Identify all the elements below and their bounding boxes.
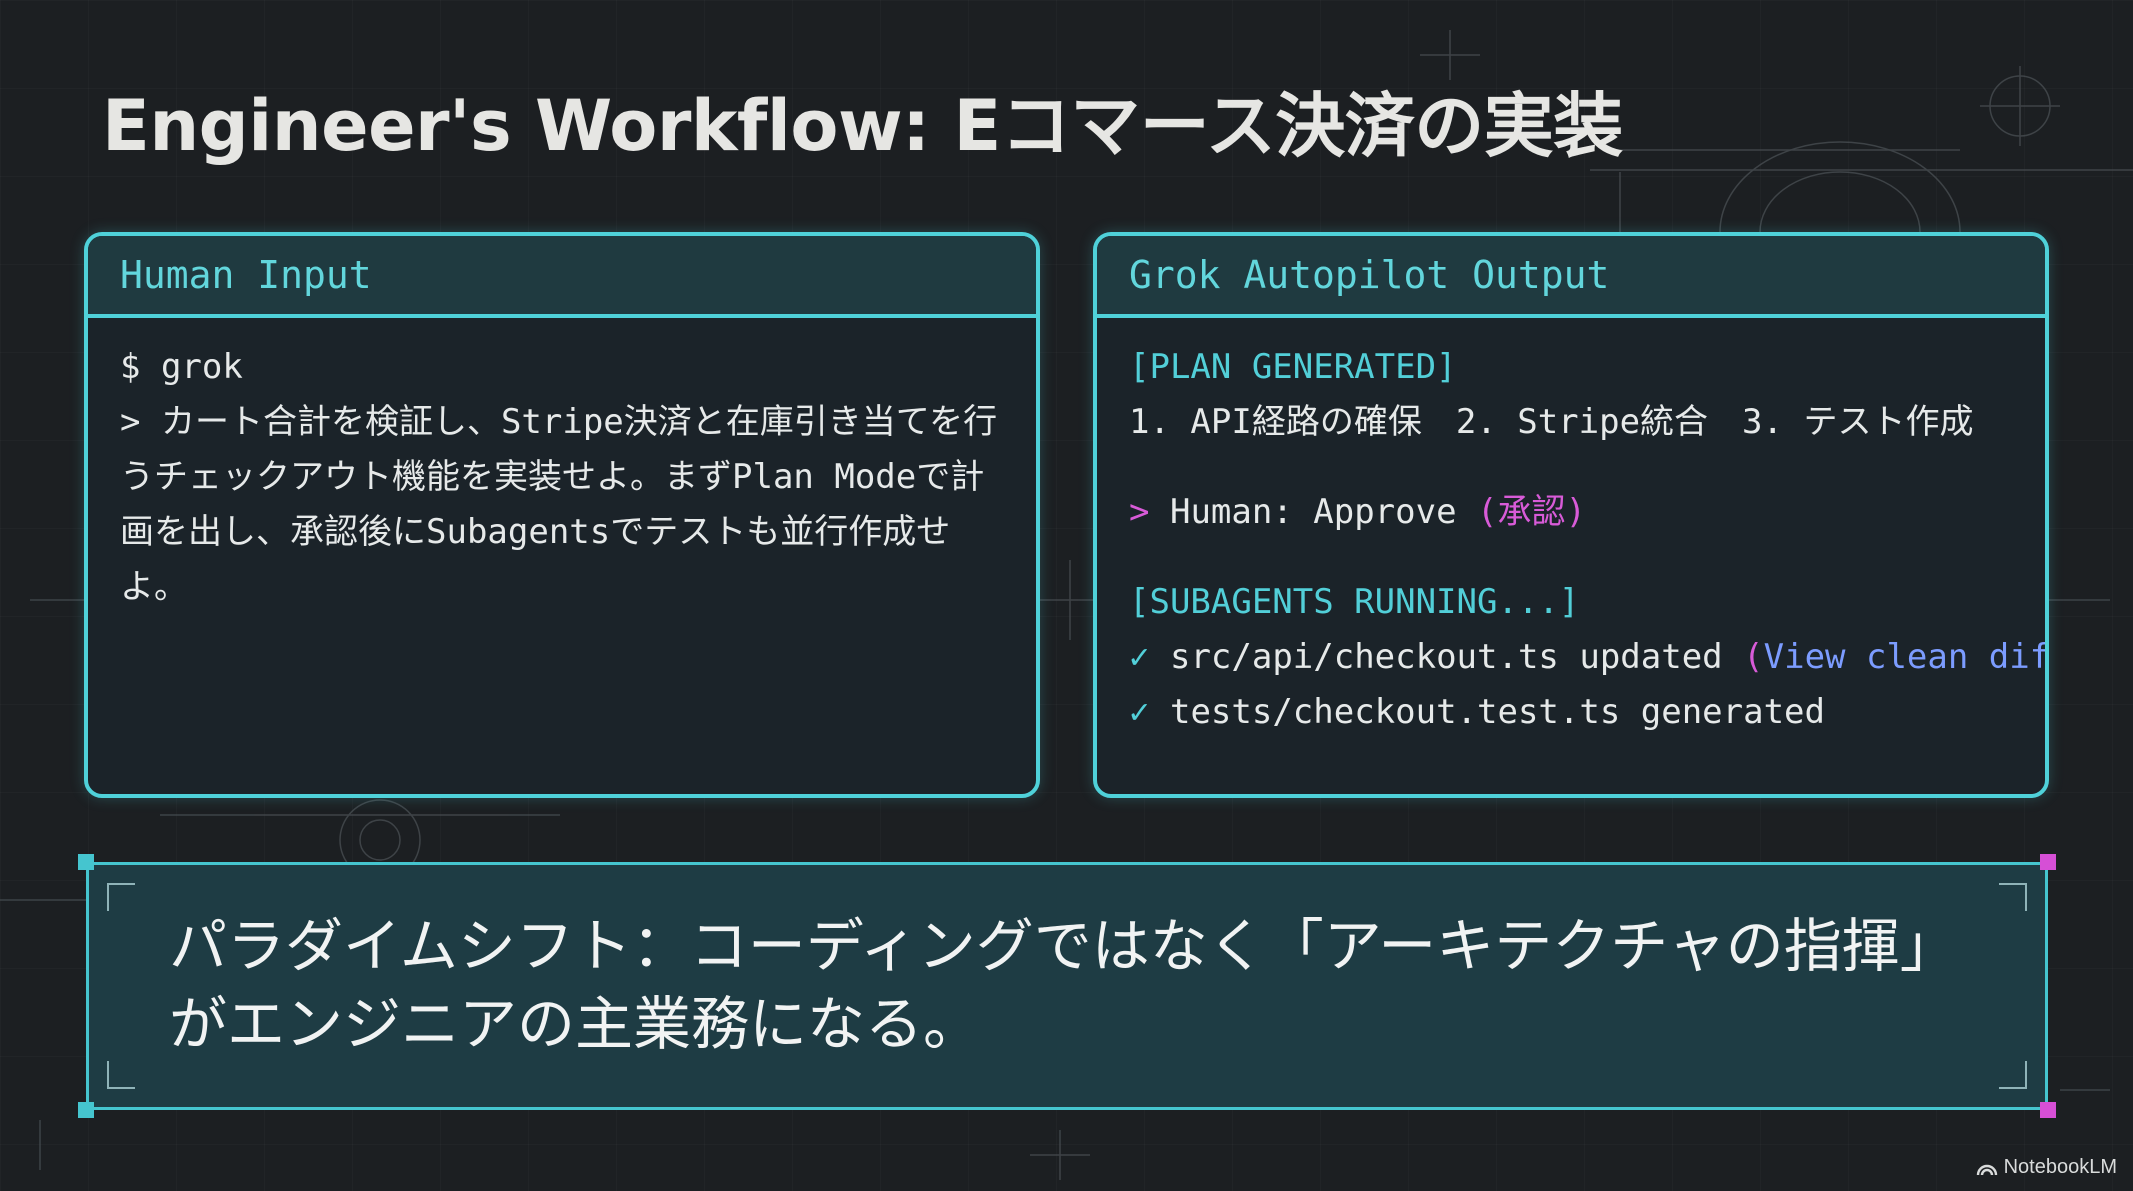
grok-output-header: Grok Autopilot Output — [1097, 236, 2045, 318]
prompt-chevron: > — [1129, 492, 1150, 532]
corner-dot-top-right — [2040, 854, 2056, 870]
bracket-bottom-left — [107, 1061, 135, 1089]
human-input-header: Human Input — [88, 236, 1036, 318]
result-line-1: ✓ src/api/checkout.ts updated (View clea… — [1129, 630, 2045, 685]
grok-output-body: [PLAN GENERATED] 1. API経路の確保 2. Stripe統合… — [1097, 318, 2045, 740]
instruction-text: > カート合計を検証し、Stripe決済と在庫引き当てを行うチェックアウト機能を… — [120, 402, 998, 607]
notebooklm-logo: NotebookLM — [1976, 1156, 2117, 1179]
view-clean-diff-link[interactable]: View clean diff — [1763, 637, 2049, 677]
corner-dot-bottom-left — [78, 1102, 94, 1118]
grok-output-panel: Grok Autopilot Output [PLAN GENERATED] 1… — [1093, 232, 2049, 798]
result-2-text: tests/checkout.test.ts generated — [1169, 692, 1825, 732]
bracket-top-left — [107, 883, 135, 911]
paradigm-shift-text: パラダイムシフト：コーディングではなく「アーキテクチャの指揮」がエンジニアの主業… — [169, 912, 1958, 1058]
notebooklm-icon — [1976, 1164, 1997, 1175]
plan-steps: 1. API経路の確保 2. Stripe統合 3. テスト作成 — [1129, 402, 1974, 442]
human-input-body: $ grok > カート合計を検証し、Stripe決済と在庫引き当てを行うチェッ… — [88, 318, 1036, 615]
link-paren-open: ( — [1743, 637, 1764, 677]
bracket-top-right — [1999, 883, 2027, 911]
approve-text: Human: Approve — [1169, 492, 1457, 532]
corner-dot-bottom-right — [2040, 1102, 2056, 1118]
subagents-running-tag: [SUBAGENTS RUNNING...] — [1129, 582, 1580, 622]
result-1-text: src/api/checkout.ts updated — [1169, 637, 1723, 677]
bracket-bottom-right — [1999, 1061, 2027, 1089]
paradigm-shift-banner: パラダイムシフト：コーディングではなく「アーキテクチャの指揮」がエンジニアの主業… — [86, 862, 2048, 1110]
plan-generated-tag: [PLAN GENERATED] — [1129, 347, 1457, 387]
check-icon: ✓ — [1129, 692, 1150, 732]
corner-dot-top-left — [78, 854, 94, 870]
page-title: Engineer's Workflow: Eコマース決済の実装 — [102, 85, 1623, 167]
notebooklm-label: NotebookLM — [2003, 1156, 2117, 1178]
approve-note: (承認) — [1477, 492, 1586, 532]
command-line: $ grok — [120, 347, 243, 387]
check-icon: ✓ — [1129, 637, 1150, 677]
result-line-2: ✓ tests/checkout.test.ts generated — [1129, 685, 2013, 740]
approve-line: > Human: Approve (承認) — [1129, 485, 2013, 540]
human-input-panel: Human Input $ grok > カート合計を検証し、Stripe決済と… — [84, 232, 1040, 798]
